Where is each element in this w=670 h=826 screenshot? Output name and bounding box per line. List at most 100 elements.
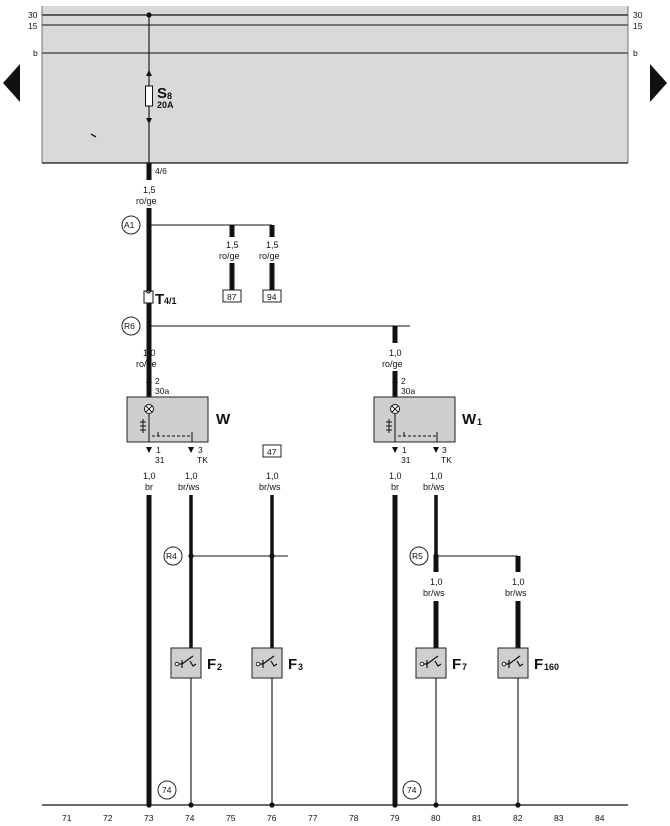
- f3-label-sub: 3: [298, 662, 303, 672]
- wire-47-size: 1,0: [266, 471, 279, 481]
- f160-label-sub: 160: [544, 662, 559, 672]
- relay-panel: 30 15 b 30 15 b S 8 20A 4/6: [28, 6, 643, 176]
- wire-w1-gnd-color: br: [391, 482, 399, 492]
- f3-switch-contact: [255, 661, 261, 667]
- connector-r6-label: R6: [124, 321, 135, 331]
- connector-4-6-label: 4/6: [155, 166, 167, 176]
- previous-page-arrow[interactable]: [3, 64, 20, 102]
- w1-pin-tk-arrow: [433, 447, 439, 453]
- w-pin-gnd-num: 1: [156, 445, 161, 455]
- wire-w1-tk-size: 1,0: [430, 471, 443, 481]
- junction-dot-track-79: [392, 802, 398, 808]
- wire-87-size: 1,5: [226, 240, 239, 250]
- wire-w1-gnd-size: 1,0: [389, 471, 402, 481]
- junction-dot-track-82: [515, 802, 521, 808]
- f7-label-main: F: [452, 656, 461, 673]
- w-pin-tk-arrow: [188, 447, 194, 453]
- w1-pin-tk-name: TK: [441, 455, 452, 465]
- w-pin-top-arrow: [146, 377, 152, 383]
- w1-switch-icon: [386, 414, 438, 442]
- switch-f3: F 3: [251, 647, 303, 679]
- connector-t41-symbol: [143, 290, 154, 304]
- f160-label-main: F: [534, 656, 543, 673]
- rail-label-30-left: 30: [28, 10, 38, 20]
- fuse-arrow-down: [146, 118, 152, 124]
- w-pin-gnd-name: 31: [155, 455, 165, 465]
- w1-pin-top-arrow: [392, 377, 398, 383]
- relay-panel-background: [42, 6, 628, 163]
- connector-r4-label: R4: [166, 551, 177, 561]
- w-switch-icon: [140, 414, 193, 442]
- terminal-94: [262, 289, 282, 303]
- track-number-78: 78: [349, 813, 359, 823]
- track-number-80: 80: [431, 813, 441, 823]
- connector-t41-label-main: T: [155, 291, 164, 308]
- wire-w-gnd-color: br: [145, 482, 153, 492]
- w1-lamp-cross: [391, 405, 399, 413]
- track-number-76: 76: [267, 813, 277, 823]
- panel-mark: [90, 133, 97, 138]
- junction-dot-track-80: [433, 802, 439, 808]
- track-number-71: 71: [62, 813, 72, 823]
- track-number-75: 75: [226, 813, 236, 823]
- w-pin-gnd-arrow: [146, 447, 152, 453]
- f7-switch-icon: [422, 655, 442, 668]
- f2-switch-icon: [177, 655, 197, 668]
- track-number-73: 73: [144, 813, 154, 823]
- w-label-main: W: [216, 411, 231, 428]
- terminal-94-label: 94: [267, 292, 277, 302]
- w1-label-main: W: [462, 411, 477, 428]
- wire-94-size: 1,5: [266, 240, 279, 250]
- w1-pin-top-name: 30a: [401, 386, 415, 396]
- fuse-s8-label-sub: 8: [167, 91, 172, 101]
- wire-main-feed-color: ro/ge: [136, 196, 157, 206]
- w1-pin-gnd-name: 31: [401, 455, 411, 465]
- track-number-ruler: 71 72 73 74 75 76 77 78 79 80 81 82 83 8…: [62, 813, 605, 823]
- wire-to-w1-size: 1,0: [389, 348, 402, 358]
- f160-switch-contact: [501, 661, 507, 667]
- wire-to-w-size: 1,0: [143, 348, 156, 358]
- fuse-s8-rating: 20A: [157, 100, 174, 110]
- junction-dot-track-74: [188, 802, 194, 808]
- f7-label-sub: 7: [462, 662, 467, 672]
- wire-w-tk-size: 1,0: [185, 471, 198, 481]
- f2-label-sub: 2: [217, 662, 222, 672]
- switch-f2: F 2: [170, 647, 222, 679]
- rail-label-15-left: 15: [28, 21, 38, 31]
- wire-f160-color: br/ws: [505, 588, 527, 598]
- ground-marker-right-label: 74: [407, 785, 417, 795]
- switch-f160: F 160: [497, 647, 559, 679]
- component-w1: 2 30a W 1: [373, 376, 482, 443]
- terminal-47-label: 47: [267, 447, 277, 457]
- terminal-47: [262, 444, 282, 458]
- ground-marker-right: [402, 780, 422, 800]
- connector-r4: [163, 546, 183, 566]
- component-w: 2 30a W: [126, 376, 231, 443]
- f3-label-main: F: [288, 656, 297, 673]
- rail-label-30-right: 30: [633, 10, 643, 20]
- next-page-arrow[interactable]: [650, 64, 667, 102]
- rail-label-b-left: b: [33, 48, 38, 58]
- wire-87-color: ro/ge: [219, 251, 240, 261]
- fuse-s8-label-main: S: [157, 85, 167, 102]
- connector-t41-label-sub: 4/1: [164, 296, 177, 306]
- f2-label-main: F: [207, 656, 216, 673]
- w1-pin-tk-num: 3: [442, 445, 447, 455]
- rail-label-15-right: 15: [633, 21, 643, 31]
- w-lamp-cross: [145, 405, 153, 413]
- track-number-74: 74: [185, 813, 195, 823]
- junction-dot-r4-47: [269, 553, 275, 559]
- wire-w1-tk-color: br/ws: [423, 482, 445, 492]
- wire-f160-size: 1,0: [512, 577, 525, 587]
- track-number-77: 77: [308, 813, 318, 823]
- track-number-83: 83: [554, 813, 564, 823]
- fuse-arrow-up: [146, 70, 152, 76]
- w-housing: [126, 396, 209, 443]
- f160-switch-icon: [504, 655, 524, 668]
- connector-a1: [121, 215, 141, 235]
- terminal-87-label: 87: [227, 292, 237, 302]
- rail-label-b-right: b: [633, 48, 638, 58]
- f3-switch-icon: [258, 655, 278, 668]
- w1-pin-gnd-arrow: [392, 447, 398, 453]
- w-pin-tk-num: 3: [198, 445, 203, 455]
